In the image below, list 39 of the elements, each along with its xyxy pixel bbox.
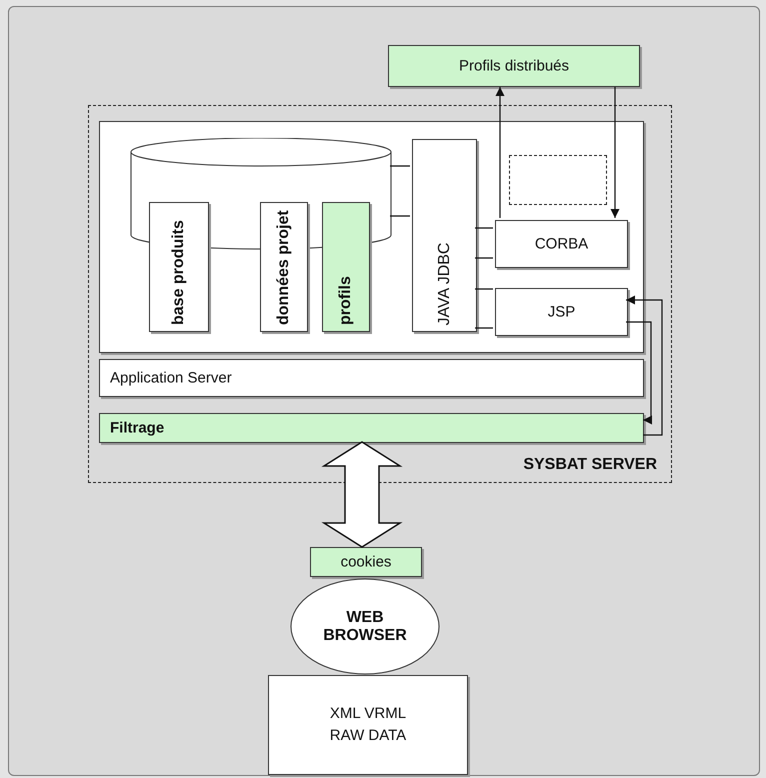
server-boundary: [88, 105, 672, 483]
double-arrow: [321, 441, 403, 548]
label-text: profils: [337, 275, 355, 325]
label-text: cookies: [340, 554, 392, 570]
table-box: [322, 202, 370, 332]
arrow: [626, 321, 652, 424]
content-box: [268, 675, 468, 775]
label-text: Filtrage: [110, 420, 164, 436]
browser-circle: [290, 578, 440, 675]
label-text: JSP: [548, 304, 576, 320]
panel-box: [99, 121, 644, 353]
label-text: WEB BROWSER: [322, 608, 408, 644]
label-text: SYSBAT SERVER: [523, 456, 657, 474]
placeholder-box: [509, 155, 607, 205]
layer-bar: [99, 359, 644, 397]
layer-bar: [99, 413, 644, 443]
label-text: JAVA JDBC: [436, 241, 454, 325]
label-text: Profils distribués: [458, 58, 570, 74]
table-box: [260, 202, 308, 332]
arrow: [626, 296, 663, 436]
arrow: [610, 87, 620, 218]
label-text: Application Server: [110, 370, 232, 386]
component-box: [412, 139, 477, 332]
arrow: [496, 87, 504, 218]
component-box: [495, 288, 628, 336]
table-box: [149, 202, 209, 332]
component-box: [388, 45, 640, 87]
connector-line: [390, 215, 410, 217]
tag-box: [310, 547, 422, 577]
label-text: base produits: [170, 219, 188, 325]
connector-line: [390, 165, 410, 167]
connector-line: [475, 327, 493, 329]
label-text: XML VRML RAW DATA: [328, 704, 408, 746]
component-box: [495, 220, 628, 268]
connector-line: [475, 288, 493, 290]
label-text: CORBA: [534, 236, 588, 252]
connector-line: [475, 257, 493, 259]
label-text: données projet: [275, 209, 293, 325]
connector-line: [475, 227, 493, 229]
